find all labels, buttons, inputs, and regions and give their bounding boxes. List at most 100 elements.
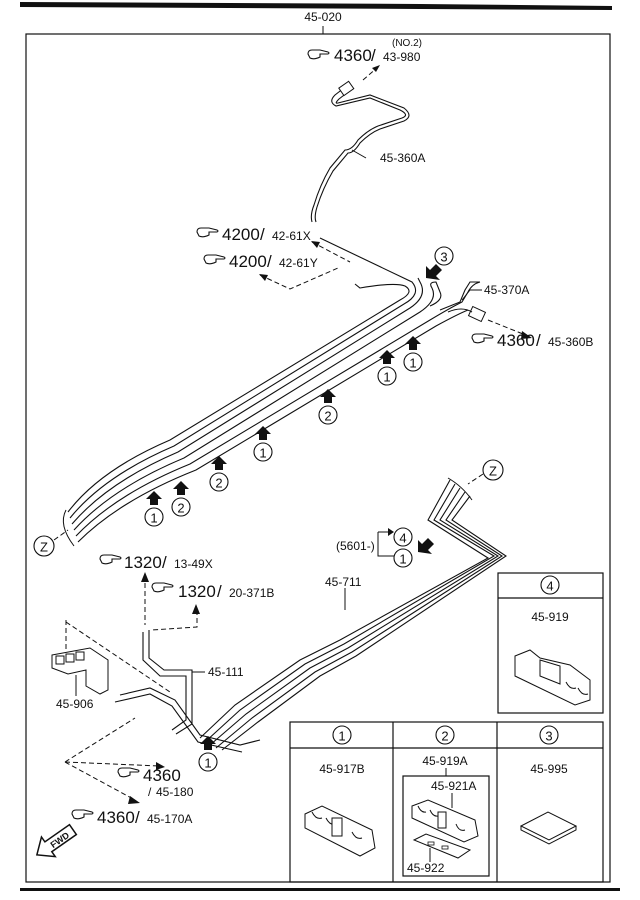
- pipe-45-111[interactable]: [114, 630, 261, 753]
- callout-part: 13-49X: [174, 557, 213, 571]
- clip-marker-1[interactable]: 1: [198, 736, 218, 772]
- top-part-label[interactable]: 45-020: [304, 10, 342, 24]
- marker-circle: [540, 575, 560, 595]
- dash-guide: [64, 717, 136, 763]
- legend-item-3[interactable]: 3 45-995: [519, 725, 578, 845]
- callout-45-180[interactable]: 4360 / 45-180: [117, 766, 194, 799]
- legend-marker: 4: [546, 579, 553, 594]
- callout-part: 42-61Y: [279, 256, 318, 270]
- callout-part: 43-980: [383, 50, 421, 64]
- callout-20-371b[interactable]: 1320 / 20-371B: [151, 582, 274, 631]
- callout-page: 4200: [222, 225, 260, 244]
- clip-marker-2[interactable]: 2: [171, 481, 191, 517]
- bottom-rule: [20, 888, 620, 891]
- svg-text:Z: Z: [489, 464, 497, 479]
- arrowhead-icon: [156, 762, 165, 770]
- callout-leader: [64, 761, 136, 801]
- callout-42-61x[interactable]: 4200 / 42-61X: [196, 225, 351, 263]
- arrowhead-icon: [141, 572, 149, 582]
- hand-pointer-icon: [117, 767, 140, 778]
- callout-leader: [487, 319, 529, 337]
- callout-page: 1320: [124, 553, 162, 572]
- clip-marker-1[interactable]: 1: [144, 491, 164, 527]
- legend-part: 45-919A: [422, 754, 467, 768]
- pipe-45-370a[interactable]: [439, 281, 487, 323]
- callout-slash: /: [217, 582, 222, 601]
- clip-marker-1[interactable]: 1: [253, 426, 273, 462]
- callout-43-980[interactable]: 4360 / 43-980 (NO.2): [307, 38, 422, 81]
- connector-marker-z-left: Z: [33, 529, 69, 557]
- callout-part: 45-180: [156, 785, 194, 799]
- arrowhead-icon: [311, 241, 320, 248]
- label-45-111[interactable]: 45-111: [208, 665, 244, 679]
- pipe-bundle-upper[interactable]: [62, 237, 481, 547]
- marker-circle: [403, 352, 423, 372]
- callout-slash: /: [135, 808, 140, 827]
- hand-pointer-icon: [151, 582, 174, 593]
- callout-42-61y[interactable]: 4200 / 42-61Y: [203, 252, 339, 290]
- svg-text:(5601-): (5601-): [336, 539, 375, 553]
- bracket-45-906[interactable]: [51, 647, 109, 695]
- fwd-arrow-icon: FWD: [35, 823, 78, 858]
- callout-page: 4360: [143, 766, 181, 785]
- callout-page: 4360: [97, 808, 135, 827]
- callout-slash: /: [267, 252, 272, 271]
- clip-arrow-icon: [418, 538, 434, 554]
- label-45-906[interactable]: 45-906: [56, 697, 94, 711]
- marker-number: 1: [383, 370, 390, 385]
- arrowhead-icon: [128, 796, 140, 804]
- callout-part: 20-371B: [229, 586, 274, 600]
- arrowhead-icon: [192, 604, 200, 614]
- label-45-711[interactable]: 45-711: [325, 575, 362, 589]
- clip-arrow-icon: [379, 350, 395, 364]
- legend-marker: 3: [545, 729, 552, 744]
- callout-leader: [151, 610, 198, 631]
- callout-45-360b[interactable]: 4360 / 45-360B: [471, 319, 593, 350]
- strip-45-922-icon: [412, 833, 472, 859]
- clip-marker-1[interactable]: 1: [393, 548, 413, 568]
- hand-pointer-icon: [99, 554, 122, 565]
- marker-circle: [539, 725, 559, 745]
- callout-part: 42-61X: [272, 229, 311, 243]
- hand-pointer-icon: [307, 49, 330, 60]
- label-45-370a[interactable]: 45-370A: [484, 283, 529, 297]
- marker-number: 1: [150, 511, 157, 526]
- callout-part: 45-170A: [147, 812, 192, 826]
- legend-item-1[interactable]: 1 45-917B: [304, 725, 376, 857]
- callout-slash: /: [371, 46, 376, 65]
- marker-number: 2: [324, 409, 331, 424]
- clip-marker-2[interactable]: 2: [209, 456, 229, 492]
- legend-marker: 1: [338, 729, 345, 744]
- legend-item-2[interactable]: 2 45-919A 45-921A 45-922: [402, 725, 490, 877]
- clip-arrow-icon: [200, 736, 216, 750]
- legend-table: [289, 721, 604, 883]
- legend-item-4[interactable]: 4 45-919: [497, 572, 604, 714]
- clip-marker-1[interactable]: 1: [377, 350, 397, 386]
- clip-45-917b-icon: [304, 805, 376, 857]
- callout-13-49x[interactable]: 1320 / 13-49X: [99, 553, 213, 625]
- marker-number: 1: [259, 446, 266, 461]
- pipe-bundle-lower[interactable]: [199, 477, 507, 751]
- marker-number: 1: [204, 756, 211, 771]
- marker-circle: [332, 725, 352, 745]
- clip-marker-2[interactable]: 2: [318, 389, 338, 425]
- callout-slash: /: [162, 553, 167, 572]
- callout-page: 4360: [334, 46, 372, 65]
- pipe-45-360a[interactable]: [310, 80, 410, 223]
- callout-slash: /: [260, 225, 265, 244]
- clip-marker-3[interactable]: 3: [426, 246, 454, 280]
- marker-circle: [435, 725, 455, 745]
- legend-part: 45-917B: [319, 762, 364, 776]
- serial-note: (5601-): [336, 528, 394, 557]
- marker-number: 4: [399, 531, 406, 546]
- callout-45-170a[interactable]: 4360 / 45-170A: [71, 808, 192, 827]
- clip-arrow-icon: [405, 336, 421, 350]
- legend-part: 45-995: [530, 762, 568, 776]
- clip-arrow-icon: [146, 491, 162, 505]
- clip-marker-4[interactable]: 4: [393, 527, 413, 547]
- label-45-360a[interactable]: 45-360A: [380, 151, 425, 165]
- clip-marker-1[interactable]: 1: [403, 336, 423, 372]
- callout-page: 4360: [497, 331, 535, 350]
- marker-number: 2: [177, 501, 184, 516]
